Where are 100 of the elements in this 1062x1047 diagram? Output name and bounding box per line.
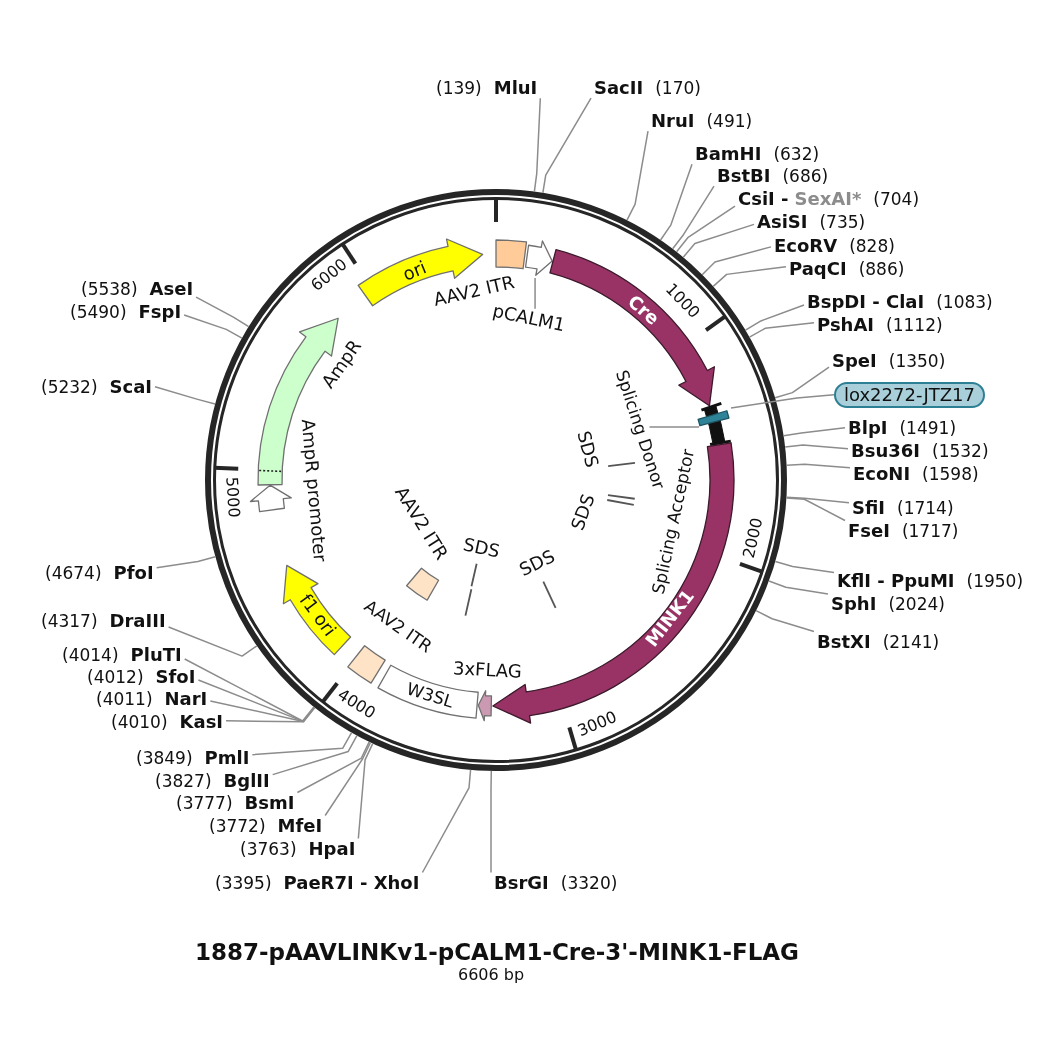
enzyme-name: BsmI	[244, 792, 295, 814]
leader-line	[271, 734, 358, 776]
leader-line	[155, 555, 217, 569]
leader-line	[357, 742, 374, 840]
site-position: (4014)	[62, 645, 119, 666]
enzyme-name: SfiI	[852, 497, 885, 519]
site-position: (2141)	[882, 632, 940, 653]
leader-line	[768, 580, 829, 595]
enzyme-name: EcoNI	[853, 463, 911, 485]
site-position: (704)	[873, 189, 920, 210]
site-position: (1717)	[901, 521, 959, 542]
site-position: (491)	[706, 111, 753, 132]
enzyme-name: BsrGI	[494, 872, 549, 894]
enzyme-name: NruI	[651, 110, 695, 132]
enzyme-name: BglII	[223, 770, 270, 792]
plasmid-size: 6606 bp	[458, 966, 525, 985]
enzyme-name: KasI	[179, 711, 224, 733]
site-position: (1532)	[932, 441, 989, 462]
feature-label: SDS	[515, 545, 558, 581]
enzyme-name: NarI	[164, 688, 208, 710]
feature-label: SDS	[566, 491, 599, 533]
site-position: (1598)	[922, 464, 979, 485]
leader-line	[774, 366, 830, 399]
enzyme-name: PfoI	[113, 562, 154, 584]
site-position: (2024)	[888, 595, 945, 615]
site-position: (139)	[436, 78, 482, 99]
leader-line	[490, 770, 493, 874]
enzyme-name: CsiI -	[738, 188, 789, 210]
site-position: (1112)	[886, 315, 943, 336]
leader-line	[682, 223, 755, 258]
leader-line	[712, 266, 787, 288]
feature-label: SDS	[460, 533, 501, 562]
leader-line	[154, 386, 216, 405]
site-position: (828)	[849, 236, 895, 257]
leader-line	[167, 626, 258, 657]
leader-line	[748, 322, 815, 338]
site-position: (3849)	[136, 748, 193, 769]
leader-line	[785, 463, 851, 469]
enzyme-name: Bsu36I	[851, 440, 920, 462]
enzyme-name: MluI	[493, 77, 538, 99]
enzyme-name: BspDI - ClaI	[807, 291, 925, 313]
leader-line	[659, 163, 693, 241]
leader-line	[209, 700, 316, 723]
site-position: (735)	[819, 213, 866, 233]
tick-label: 3000	[575, 707, 621, 741]
feature-label: pCALM1	[490, 300, 567, 336]
leader-line	[701, 246, 772, 276]
enzyme-name: SexAI*	[794, 188, 862, 210]
leader-line	[421, 769, 472, 874]
enzyme-name: BamHI	[695, 143, 762, 165]
site-position: (4010)	[111, 712, 168, 733]
enzyme-name: KflI - PpuMI	[837, 570, 955, 592]
enzyme-name: ScaI	[109, 376, 152, 398]
leader-line	[183, 658, 315, 722]
enzyme-name: FspI	[138, 301, 182, 323]
leader-line	[251, 731, 353, 756]
site-position: (4011)	[96, 689, 153, 710]
site-position: (886)	[858, 259, 905, 280]
site-position: (3320)	[560, 873, 618, 894]
site-position: (4317)	[41, 611, 98, 632]
leader-line	[324, 741, 372, 817]
enzyme-name: SacII	[594, 77, 644, 99]
site-position: (632)	[773, 144, 820, 165]
enzyme-name: HpaI	[308, 838, 356, 860]
leader-line	[675, 205, 736, 253]
leader-line	[648, 426, 700, 428]
leader-line	[785, 497, 846, 522]
site-position: (3772)	[209, 816, 266, 837]
feature-label: 3xFLAG	[452, 657, 522, 682]
tick-label: 2000	[739, 516, 767, 561]
enzyme-name: BlpI	[848, 417, 888, 439]
enzyme-name: FseI	[848, 520, 890, 542]
feature-tag: lox2272-JTZ17	[834, 381, 985, 409]
leader-line	[197, 679, 316, 723]
leader-line	[774, 560, 835, 574]
leader-line	[296, 741, 370, 794]
leader-line	[183, 314, 243, 339]
enzyme-name: SfoI	[155, 666, 196, 688]
enzyme-name: BstBI	[717, 165, 771, 187]
site-position: (1714)	[897, 498, 954, 519]
site-position: (1350)	[888, 351, 946, 372]
feature-label: W3SL	[404, 679, 456, 713]
enzyme-name: PaeR7I - XhoI	[283, 872, 420, 894]
enzyme-name: DraIII	[109, 610, 166, 632]
site-position: (3777)	[176, 793, 233, 814]
leader-line	[744, 304, 805, 331]
site-position: (1950)	[966, 571, 1024, 592]
enzyme-name: EcoRV	[774, 235, 838, 257]
site-position: (5538)	[81, 279, 138, 300]
site-position: (4012)	[87, 667, 144, 688]
site-position: (1491)	[899, 418, 956, 439]
leader-line	[671, 185, 715, 250]
enzyme-name: MfeI	[277, 815, 323, 837]
site-position: (4674)	[45, 563, 102, 584]
enzyme-name: SpeI	[832, 350, 877, 372]
site-position: (3827)	[155, 771, 212, 792]
enzyme-name: PmlI	[204, 747, 250, 769]
feature-label: ori	[399, 256, 429, 285]
enzyme-name: AsiSI	[757, 212, 808, 233]
site-position: (1083)	[936, 292, 993, 313]
